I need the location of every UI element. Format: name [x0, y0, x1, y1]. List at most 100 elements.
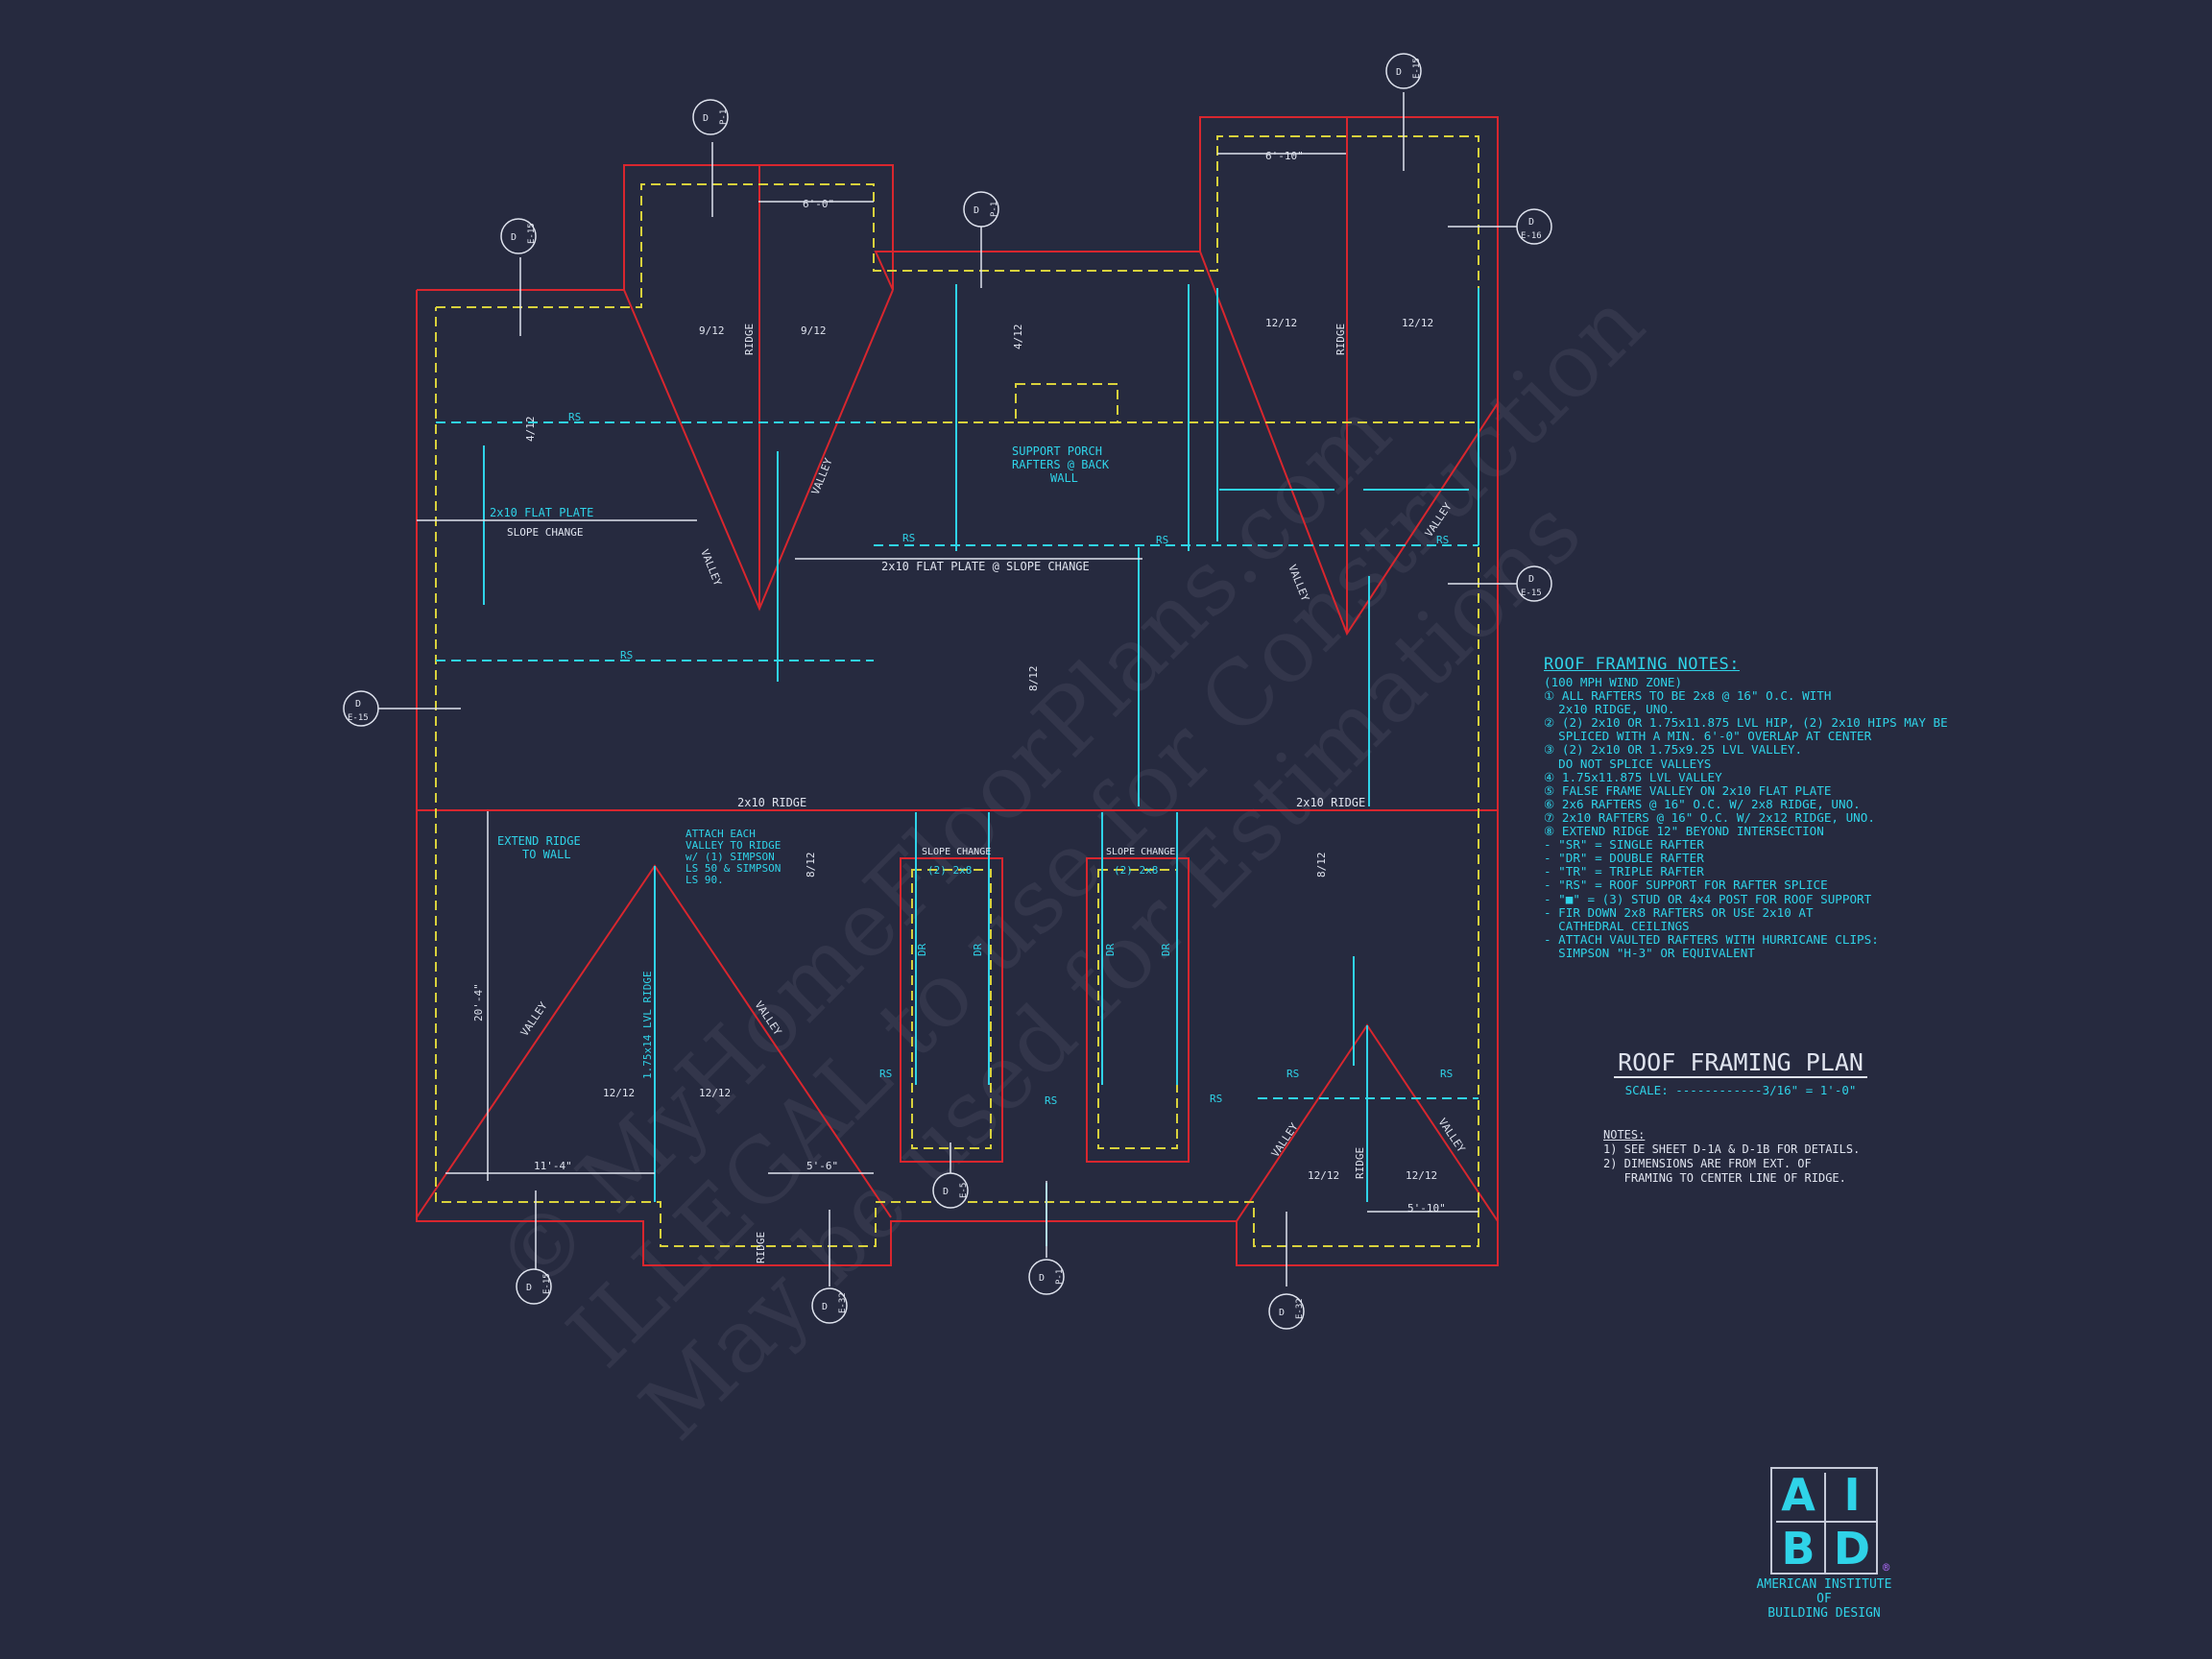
section-marker: DE-15	[343, 690, 379, 727]
svg-text:E-32: E-32	[838, 1292, 848, 1313]
section-marker: D E-32	[811, 1287, 848, 1324]
slope-label: 12/12	[1308, 1169, 1339, 1182]
slope-label: 8/12	[1027, 666, 1040, 692]
svg-text:D: D	[822, 1302, 828, 1312]
rs-label: RS	[620, 649, 633, 661]
logo-divider	[1824, 1473, 1826, 1573]
slope-change-label: SLOPE CHANGE	[1106, 847, 1175, 857]
plan-title: ROOF FRAMING PLAN	[1614, 1048, 1867, 1078]
slope-label: 12/12	[1402, 317, 1433, 329]
svg-text:E-15: E-15	[1412, 58, 1422, 79]
ridge-2x10-label: 2x10 RIDGE	[737, 796, 806, 809]
note-item: - "RS" = ROOF SUPPORT FOR RAFTER SPLICE	[1544, 878, 1828, 893]
section-marker: D E-15	[1385, 53, 1422, 89]
plan-scale: SCALE: ------------3/16" = 1'-0"	[1624, 1083, 1857, 1097]
registered-mark: ®	[1883, 1561, 1890, 1575]
slope-label: 12/12	[1265, 317, 1297, 329]
valley-label: VALLEY	[698, 547, 724, 588]
plan-title-block: ROOF FRAMING PLAN SCALE: ------------3/1…	[1601, 1048, 1880, 1097]
valley-label: VALLEY	[1269, 1120, 1301, 1160]
note-item: - "SR" = SINGLE RAFTER	[1544, 837, 1704, 853]
roof-framing-notes: ROOF FRAMING NOTES: (100 MPH WIND ZONE) …	[1544, 655, 1948, 960]
slope-label: 12/12	[603, 1087, 635, 1099]
general-notes-header: NOTES:	[1603, 1128, 1646, 1142]
logo-letter: I	[1843, 1469, 1861, 1521]
framing-lines	[436, 284, 1479, 1246]
slope-change-label: SLOPE CHANGE	[507, 526, 583, 539]
svg-text:D: D	[1396, 67, 1402, 78]
valley-label: VALLEY	[1286, 563, 1311, 603]
note-item: SPLICED WITH A MIN. 6'-0" OVERLAP AT CEN…	[1544, 729, 1872, 744]
note-item: ⑤ FALSE FRAME VALLEY ON 2x10 FLAT PLATE	[1544, 782, 1832, 798]
slope-change-label: SLOPE CHANGE	[922, 847, 991, 857]
valley-label: VALLEY	[809, 456, 835, 496]
section-marker: D E-15	[500, 218, 537, 254]
svg-text:D: D	[511, 232, 517, 243]
flat-plate-label: 2x10 FLAT PLATE	[490, 506, 593, 519]
svg-text:P-1: P-1	[719, 109, 729, 125]
note-item: - FIR DOWN 2x8 RAFTERS OR USE 2x10 AT	[1544, 904, 1814, 920]
slope-label: 12/12	[699, 1087, 731, 1099]
dimension-label: 5'-10"	[1407, 1202, 1446, 1214]
ridge-2x10-label: 2x10 RIDGE	[1296, 796, 1365, 809]
logo-letter: B	[1781, 1523, 1815, 1575]
note-item: - "■" = (3) STUD OR 4x4 POST FOR ROOF SU…	[1544, 891, 1872, 906]
attach-valley-note: LS 50 & SIMPSON	[685, 862, 781, 875]
valley-label: VALLEY	[518, 999, 550, 1039]
note-item: ⑦ 2x10 RAFTERS @ 16" O.C. W/ 2x12 RIDGE,…	[1544, 809, 1875, 825]
ridge-label: RIDGE	[1354, 1147, 1366, 1179]
svg-text:D: D	[1528, 217, 1534, 228]
rs-label: RS	[902, 532, 915, 544]
note-item: DO NOT SPLICE VALLEYS	[1544, 756, 1712, 771]
note-item: ② (2) 2x10 OR 1.75x11.875 LVL HIP, (2) 2…	[1544, 715, 1948, 731]
notes-list: (100 MPH WIND ZONE) ① ALL RAFTERS TO BE …	[1544, 675, 1948, 960]
ridge-label: RIDGE	[755, 1232, 767, 1263]
svg-text:E-16: E-16	[1521, 231, 1542, 241]
note-item: ⑧ EXTEND RIDGE 12" BEYOND INTERSECTION	[1544, 824, 1824, 839]
svg-text:E-5: E-5	[959, 1183, 969, 1198]
note-item: - ATTACH VAULTED RAFTERS WITH HURRICANE …	[1544, 931, 1879, 947]
note-item: ① ALL RAFTERS TO BE 2x8 @ 16" O.C. WITH	[1544, 688, 1832, 704]
rs-label: RS	[1210, 1093, 1222, 1105]
note-item: CATHEDRAL CEILINGS	[1544, 918, 1690, 933]
note-item: SIMPSON "H-3" OR EQUIVALENT	[1544, 945, 1755, 960]
extend-ridge-note: EXTEND RIDGE	[497, 834, 581, 848]
note-item: ④ 1.75x11.875 LVL VALLEY	[1544, 769, 1722, 784]
svg-text:E-15: E-15	[542, 1273, 552, 1294]
dimension-label: 11'-4"	[534, 1160, 572, 1172]
aibd-logo: A I B D	[1770, 1467, 1878, 1575]
section-marker: D P-1	[692, 99, 729, 135]
svg-text:D: D	[703, 113, 709, 124]
attach-valley-note: VALLEY TO RIDGE	[685, 839, 781, 852]
logo-caption: AMERICAN INSTITUTE OF BUILDING DESIGN	[1738, 1577, 1911, 1621]
section-marker: D E-16	[1516, 208, 1552, 245]
dimension-label: 6'-10"	[1265, 150, 1304, 162]
lvl-ridge-label: 1.75x14 LVL RIDGE	[641, 971, 654, 1079]
support-porch-note: WALL	[1050, 471, 1078, 485]
rs-label: RS	[1286, 1068, 1299, 1080]
dr-label: DR	[972, 943, 984, 956]
attach-valley-note: w/ (1) SIMPSON	[685, 851, 775, 863]
attach-valley-note: LS 90.	[685, 874, 724, 886]
dr-label: DR	[916, 943, 928, 956]
dimension-label: 5'-6"	[806, 1160, 838, 1172]
exterior-wall-outline	[416, 116, 1499, 1266]
attach-valley-note: ATTACH EACH	[685, 828, 756, 840]
dr-label: DR	[1104, 943, 1117, 956]
slope-label: 4/12	[524, 417, 537, 443]
section-marker: DE-15	[1516, 565, 1552, 602]
rs-label: RS	[1436, 534, 1449, 546]
support-porch-note: SUPPORT PORCH	[1012, 445, 1102, 458]
svg-text:E-15: E-15	[527, 223, 537, 244]
plan-labels: 6'-0" 6'-10" 20'-4" 11'-4" 5'-6" 5'-10" …	[472, 150, 1468, 1263]
svg-text:D: D	[974, 205, 979, 216]
svg-text:D: D	[1039, 1273, 1045, 1284]
svg-text:D: D	[1279, 1308, 1285, 1318]
rs-label: RS	[879, 1068, 892, 1080]
rs-label: RS	[1045, 1094, 1057, 1107]
extend-ridge-note: TO WALL	[522, 848, 571, 861]
